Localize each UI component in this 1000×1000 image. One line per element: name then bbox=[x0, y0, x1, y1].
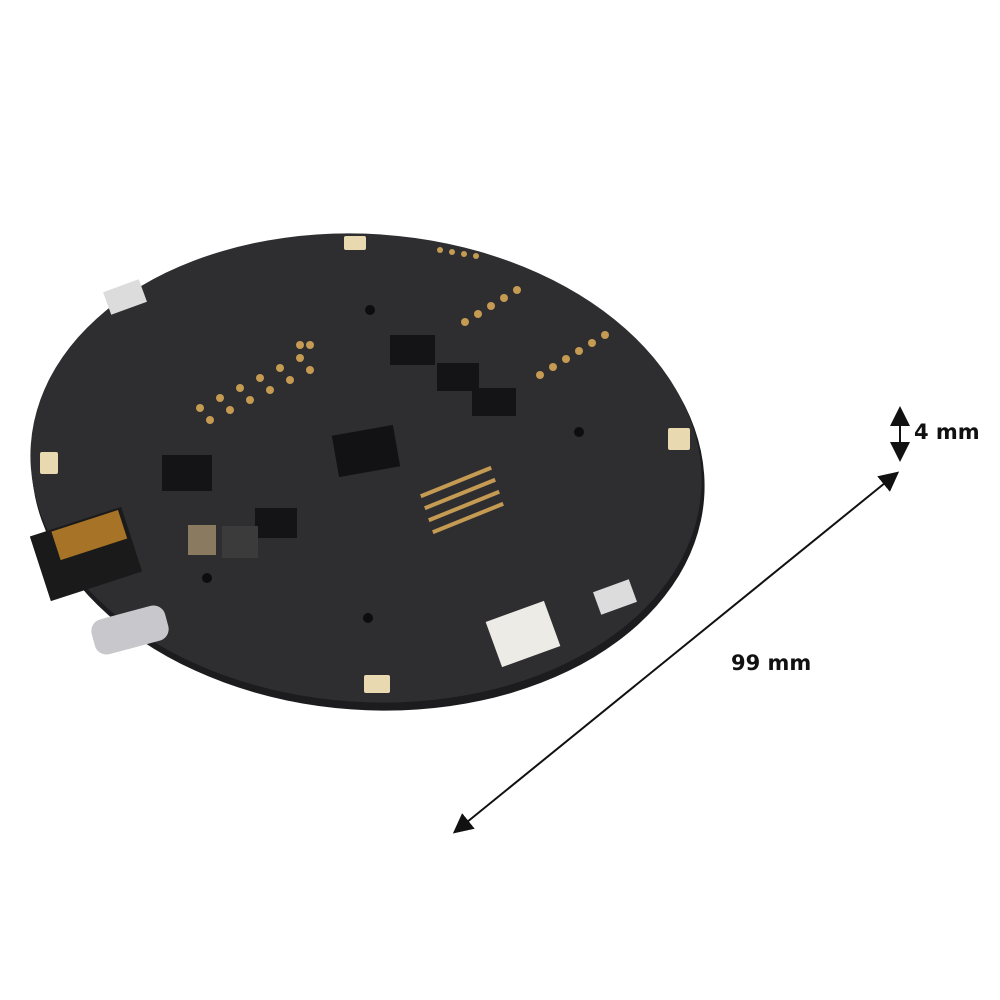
inductor bbox=[222, 526, 258, 558]
diameter-label: 99 mm bbox=[731, 651, 812, 675]
reset-button bbox=[103, 279, 147, 315]
thickness-label: 4 mm bbox=[914, 420, 980, 444]
pad-row bbox=[437, 247, 609, 379]
component bbox=[188, 525, 216, 555]
mounting-hole bbox=[202, 305, 584, 623]
main-processor-chip bbox=[331, 424, 401, 478]
chip bbox=[390, 335, 435, 365]
pcb-board bbox=[29, 233, 705, 711]
chip bbox=[472, 388, 516, 416]
microphone bbox=[40, 236, 690, 693]
chip bbox=[255, 508, 297, 538]
audio-jack-accent bbox=[51, 509, 128, 561]
usb-c-port bbox=[91, 605, 169, 655]
chip bbox=[437, 363, 479, 391]
chip bbox=[162, 455, 212, 491]
diameter-arrow bbox=[452, 471, 900, 834]
gpio-header bbox=[196, 341, 314, 424]
